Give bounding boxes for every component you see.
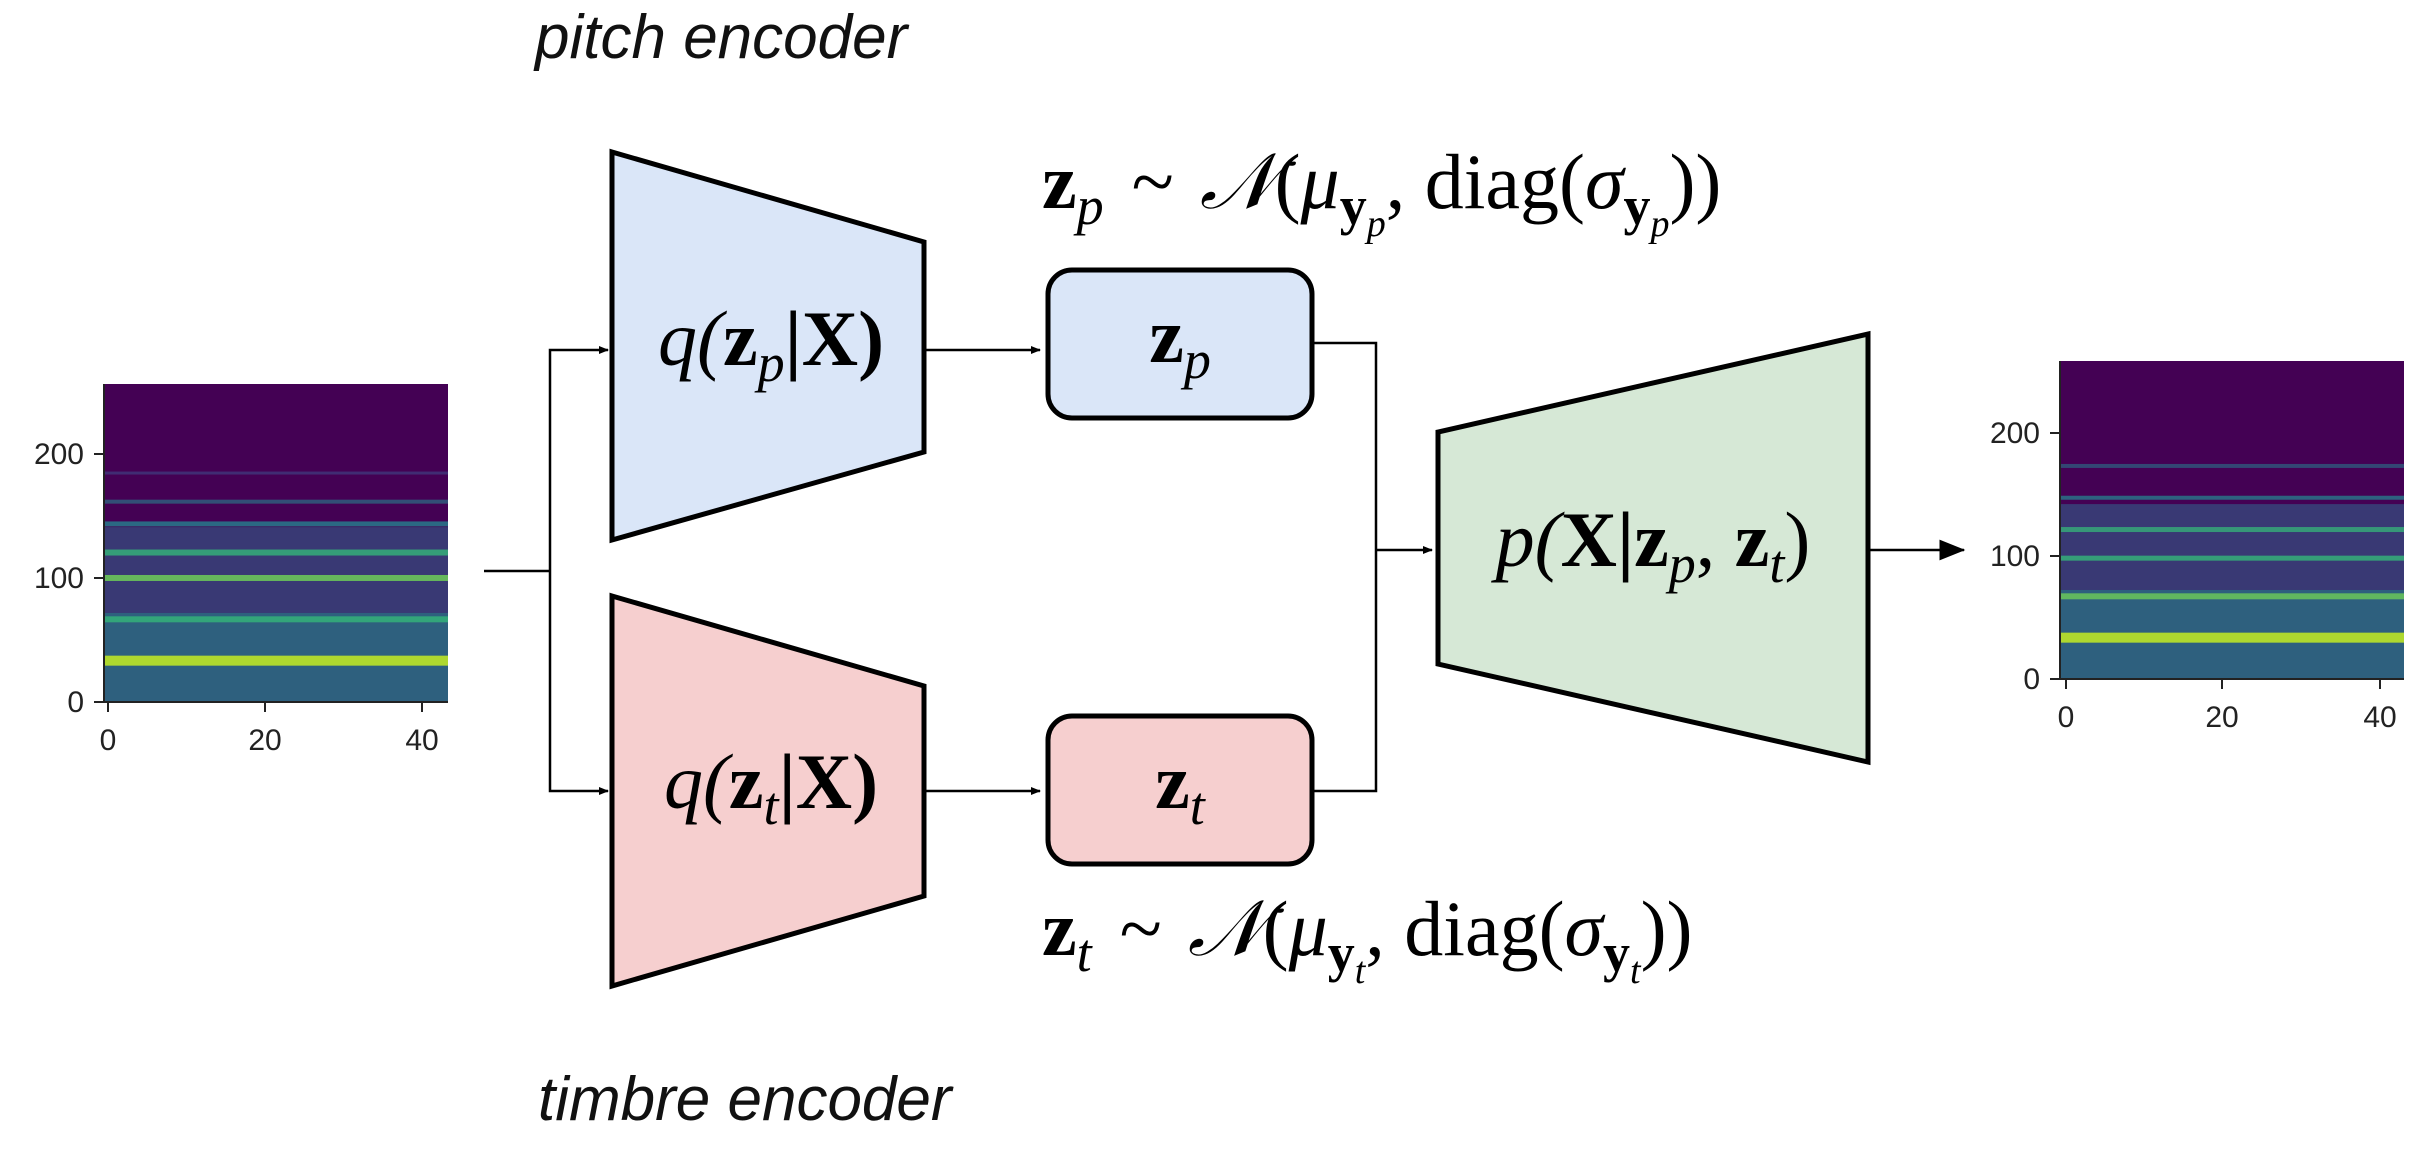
output-spectrogram: 0 20 40 0 100 200	[1990, 361, 2404, 734]
timbre-encoder-label: timbre encoder	[538, 1065, 954, 1134]
input-spectrogram-harmonic-band	[104, 574, 448, 581]
output-x-tick-40: 40	[2363, 701, 2396, 734]
input-spectrogram-harmonic-band	[104, 655, 448, 666]
input-y-tick-100: 100	[34, 562, 84, 595]
input-spectrogram-harmonic-band	[104, 499, 448, 504]
decoder-shape	[1435, 330, 1871, 766]
input-spectrogram-harmonic-band	[104, 549, 448, 556]
output-spectrogram-harmonic-band	[2060, 463, 2404, 468]
pitch-prior-formula: zp~𝒩(μyp, diag(σyp))	[1042, 138, 1721, 245]
output-y-tick-100: 100	[1990, 540, 2040, 573]
latent-zt-label: zt	[1155, 738, 1207, 836]
output-y-tick-0: 0	[2023, 663, 2040, 696]
timbre-encoder-shape	[609, 592, 927, 990]
output-spectrogram-energy-haze	[2060, 504, 2404, 679]
output-y-tick-200: 200	[1990, 417, 2040, 450]
output-spectrogram-harmonic-band	[2060, 555, 2404, 561]
decoder: p(X|zp, zt)	[1435, 330, 1871, 766]
timbre-encoder: q(zt|X)	[609, 592, 927, 990]
input-spectrogram: 0 20 40 0 100 200	[34, 384, 448, 757]
connectors	[484, 341, 1966, 795]
latent-zt-shape	[1045, 713, 1315, 867]
arrow-to-timbre-encoder	[548, 571, 609, 795]
output-spectrogram-axes: 0 20 40 0 100 200	[1990, 417, 2397, 734]
output-x-tick-20: 20	[2205, 701, 2238, 734]
arrow-to-pitch-encoder	[548, 346, 609, 571]
output-spectrogram-harmonic-band	[2060, 593, 2404, 600]
input-x-tick-20: 20	[248, 724, 281, 757]
timbre-prior-formula: zt~𝒩(μyt, diag(σyt))	[1042, 885, 1693, 992]
output-x-tick-0: 0	[2058, 701, 2075, 734]
output-spectrogram-harmonic-band	[2060, 495, 2404, 500]
input-spectrogram-energy-haze	[104, 527, 448, 702]
output-spectrogram-image	[2060, 361, 2404, 679]
input-spectrogram-harmonic-band	[104, 616, 448, 623]
latent-zp-box: zp	[1045, 267, 1315, 421]
latent-zp-shape	[1045, 267, 1315, 421]
input-spectrogram-harmonic-band	[104, 471, 448, 475]
pitch-encoder-shape	[609, 148, 927, 544]
pitch-encoder-formula: q(zp|X)	[658, 295, 884, 393]
latent-merge-line	[1312, 341, 1378, 793]
input-x-tick-0: 0	[100, 724, 117, 757]
input-x-tick-40: 40	[405, 724, 438, 757]
latent-zp-label: zp	[1149, 292, 1211, 390]
input-y-tick-200: 200	[34, 438, 84, 471]
output-spectrogram-harmonic-band	[2060, 632, 2404, 643]
input-spectrogram-harmonic-band	[104, 521, 448, 527]
latent-zt-box: zt	[1045, 713, 1315, 867]
input-spectrogram-image	[104, 384, 448, 702]
input-y-tick-0: 0	[67, 686, 84, 719]
input-spectrogram-axes: 0 20 40 0 100 200	[34, 438, 439, 757]
timbre-encoder-formula: q(zt|X)	[664, 738, 878, 836]
decoder-formula: p(X|zp, zt)	[1491, 496, 1811, 594]
pitch-encoder: q(zp|X)	[609, 148, 927, 544]
pitch-encoder-label: pitch encoder	[533, 3, 910, 72]
output-spectrogram-harmonic-band	[2060, 527, 2404, 533]
